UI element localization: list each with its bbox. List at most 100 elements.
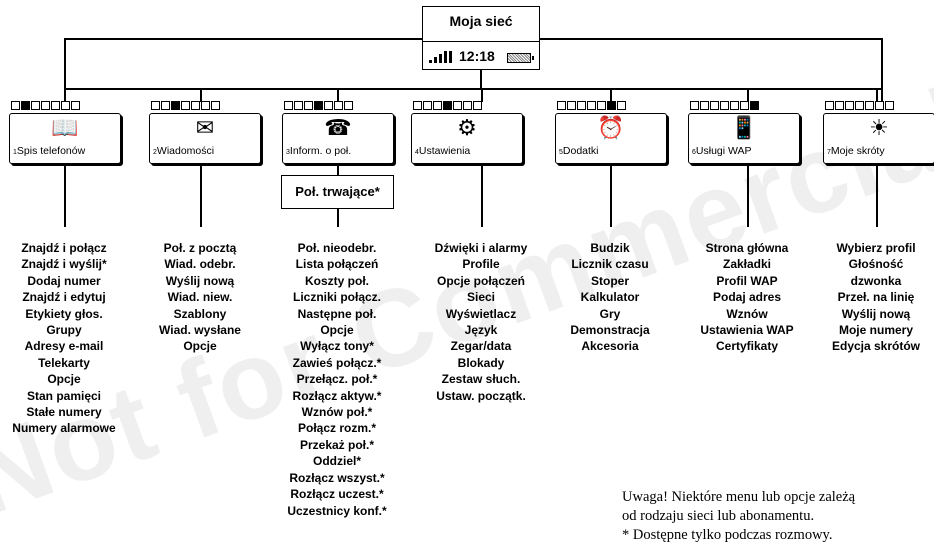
menu-icon-strip [690, 101, 759, 111]
menu-item: Podaj adres [712, 290, 782, 305]
menu-icon-strip [825, 101, 894, 111]
menu-number: 3 [286, 149, 290, 156]
menu-item: Opcje [320, 323, 354, 338]
menu-item: Przekaż poł.* [299, 437, 375, 452]
phone-idle-screen: Moja sieć 12:18 [422, 6, 540, 70]
menu-item: dzwonka [850, 273, 902, 288]
menu-number: 7 [827, 149, 831, 156]
connector-menu-rail [64, 88, 882, 90]
menu-box: ⚙ 4Ustawienia [411, 113, 523, 164]
battery-icon [507, 53, 534, 63]
settings-icon: ⚙ [457, 115, 477, 140]
menu-tab-5: ⏰ 5Dodatki [555, 101, 667, 164]
menu-item: Licznik czasu [571, 257, 649, 272]
menu-box: ✉2Wiadomości [149, 113, 261, 164]
footnote-line-2: od rodzaju sieci lub abonamentu. [622, 508, 815, 524]
clock-time: 12:18 [459, 48, 495, 64]
menu-item: Znajdź i edytuj [22, 290, 106, 305]
menu-tab-2: ✉2Wiadomości [149, 101, 261, 164]
menu-tab-1: 📖1Spis telefonów [9, 101, 121, 164]
call-info-icon: ☎ [324, 115, 352, 140]
menu-item: Język [464, 323, 498, 338]
menu-item: Znajdź i połącz [21, 241, 107, 255]
menu-item: Edycja skrótów [831, 339, 921, 354]
menu-item: Poł. z pocztą [163, 241, 237, 255]
footnote: Uwaga! Niektóre menu lub opcje zależą od… [622, 488, 855, 545]
menu-item: Sieci [466, 290, 496, 305]
menu-item: Zakładki [722, 257, 772, 272]
menu-label: 6Usługi WAP [692, 145, 752, 157]
menu-number: 1 [13, 149, 17, 156]
connector-left-drop [64, 38, 66, 102]
connector-drop-5 [610, 88, 612, 102]
menu-item: Moje numery [838, 323, 913, 338]
connector-list-5 [610, 164, 612, 227]
menu-icon-strip [557, 101, 626, 111]
menu-item: Blokady [457, 355, 505, 370]
menu-label: 3Inform. o poł. [286, 145, 351, 157]
menu-item: Zawieś połącz.* [292, 355, 382, 370]
menu-item: Wyślij nową [165, 273, 235, 288]
menu-item: Wyświetlacz [445, 306, 517, 321]
menu-item: Opcje [183, 339, 217, 354]
menu-item: Opcje [47, 372, 81, 387]
menu-number: 2 [153, 149, 157, 156]
menu-item: Wiad. niew. [167, 290, 233, 305]
menu-number: 4 [415, 149, 419, 156]
menu-item: Wiad. wysłane [159, 323, 241, 338]
menu-item: Grupy [46, 323, 82, 338]
menu-label: 5Dodatki [559, 145, 599, 157]
menu-item: Stan pamięci [26, 388, 102, 403]
connector-list-4 [481, 164, 483, 227]
menu-item: Oddziel* [312, 454, 361, 469]
connector-drop-6 [747, 88, 749, 102]
sun-shortcut-icon: ☀ [869, 115, 889, 140]
menu-box: 📖1Spis telefonów [9, 113, 121, 164]
menu-title: Inform. o poł. [289, 145, 352, 157]
menu-item: Stałe numery [26, 405, 102, 420]
connector-drop-1 [64, 88, 66, 102]
menu-item: Następne poł. [297, 306, 377, 321]
connector-drop-4 [481, 88, 483, 102]
connector-drop-7 [876, 88, 878, 102]
menu-item: Gry [599, 306, 621, 321]
menu-item: Budzik [590, 241, 630, 255]
menu-label: 7Moje skróty [827, 145, 885, 157]
connector-phone-drop [480, 68, 482, 89]
menu-item: Głośność [848, 257, 904, 272]
connector-drop-3 [337, 88, 339, 102]
menu-item: Wyślij nową [841, 306, 911, 321]
menu-item: Demonstracja [570, 323, 650, 338]
connector-sub-box [337, 164, 339, 175]
menu-item: Zegar/data [450, 339, 512, 354]
menu-box: 📱6Usługi WAP [688, 113, 800, 164]
menu-tab-6: 📱6Usługi WAP [688, 101, 800, 164]
menu-box: ☎ 3Inform. o poł. [282, 113, 394, 164]
menu-box: ⏰ 5Dodatki [555, 113, 667, 164]
status-bar: 12:18 [423, 47, 539, 65]
menu-label: 4Ustawienia [415, 145, 470, 157]
menu-title: Wiadomości [156, 145, 215, 157]
network-name: Moja sieć [449, 13, 513, 29]
menu-item: Połącz rozm.* [297, 421, 377, 436]
footnote-line-3: * Dostępne tylko podczas rozmowy. [622, 527, 833, 543]
phonebook-icon: 📖 [51, 115, 79, 140]
menu-item: Poł. nieodebr. [297, 241, 377, 255]
menu-tab-7: ☀ 7Moje skróty [823, 101, 934, 164]
menu-item: Profile [462, 257, 500, 272]
connector-list-3 [337, 209, 339, 227]
menu-item: Rozłącz uczest.* [290, 487, 384, 502]
menu-item: Szablony [173, 306, 227, 321]
connector-list-7 [876, 164, 878, 227]
menu-item: Certyfikaty [715, 339, 779, 354]
clock-calendar-icon: ⏰ [597, 115, 625, 140]
menu-item: Telekarty [38, 355, 90, 370]
connector-list-6 [747, 164, 749, 227]
connector-right-drop [881, 38, 883, 102]
menu-item: Dodaj numer [27, 273, 101, 288]
